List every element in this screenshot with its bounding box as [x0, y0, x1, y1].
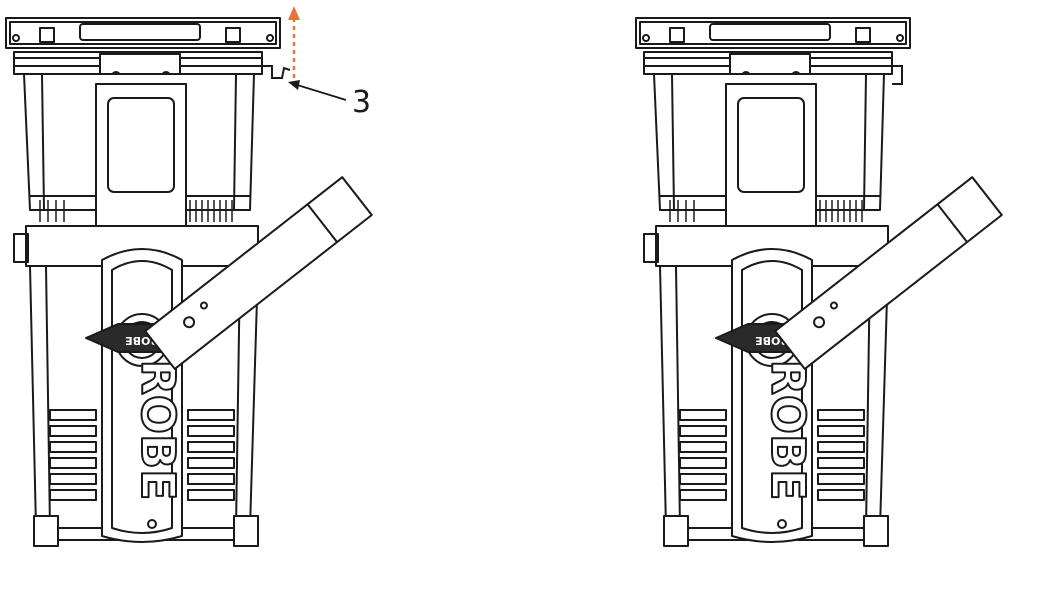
fixture-left-view [5, 6, 373, 547]
latch-clip [262, 65, 291, 79]
fixture-right-view [635, 17, 1003, 547]
latch-clip-closed [892, 65, 903, 85]
callout-leader [288, 80, 347, 101]
lift-arrow [288, 6, 300, 78]
callout-number-3: 3 [352, 85, 372, 120]
